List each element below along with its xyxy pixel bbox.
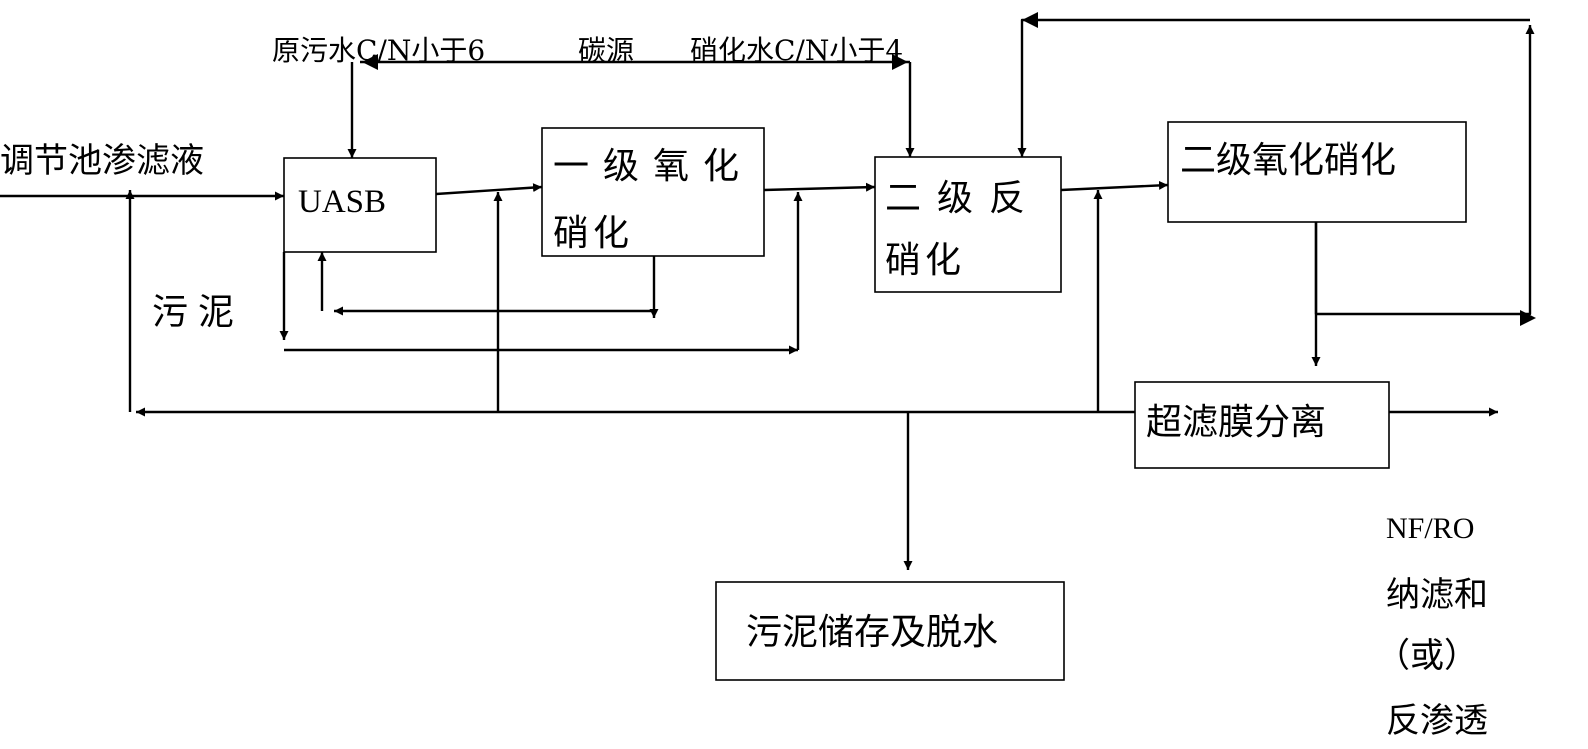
stage2denit-to-stage2nitrif-arrow <box>1060 180 1169 192</box>
inlet-label: 调节池渗滤液 <box>0 141 204 181</box>
nfro-label-line3: （或） <box>1376 636 1478 676</box>
uasb-to-stage1-arrow <box>435 183 543 196</box>
uasb-box <box>283 157 437 253</box>
sludge-storage-box <box>715 581 1065 681</box>
sludge-storage-label: 污泥储存及脱水 <box>746 612 998 653</box>
ultrafiltration-box <box>1134 381 1390 469</box>
arrowhead-recycle-left <box>1022 12 1038 28</box>
nfro-label-line1: NF/RO <box>1386 512 1474 545</box>
uasb-label: UASB <box>298 184 386 220</box>
stage2-denit-label-line2: 硝化 <box>885 240 965 281</box>
arrowhead-left-top <box>362 54 378 70</box>
stage1-label-line1: 一级氧化 <box>553 146 753 187</box>
stage1-nitrification-box <box>541 127 765 257</box>
sludge-label: 污泥 <box>152 292 244 333</box>
arrowhead-recycle-right <box>1520 310 1536 326</box>
stage2-denitrification-box <box>874 156 1062 293</box>
ultrafiltration-label: 超滤膜分离 <box>1146 402 1326 443</box>
stage2-nitrification-box <box>1167 121 1467 223</box>
stage2-nitrif-label: 二级氧化硝化 <box>1180 140 1396 181</box>
nfro-label-line2: 纳滤和 <box>1386 575 1488 615</box>
stage2-denit-label-line1: 二级反 <box>885 178 1041 219</box>
stage1-label-line2: 硝化 <box>553 213 633 254</box>
arrowhead-right-top <box>892 54 908 70</box>
stage1-to-stage2-arrow <box>763 182 876 192</box>
nfro-label-line4: 反渗透 <box>1386 701 1488 741</box>
